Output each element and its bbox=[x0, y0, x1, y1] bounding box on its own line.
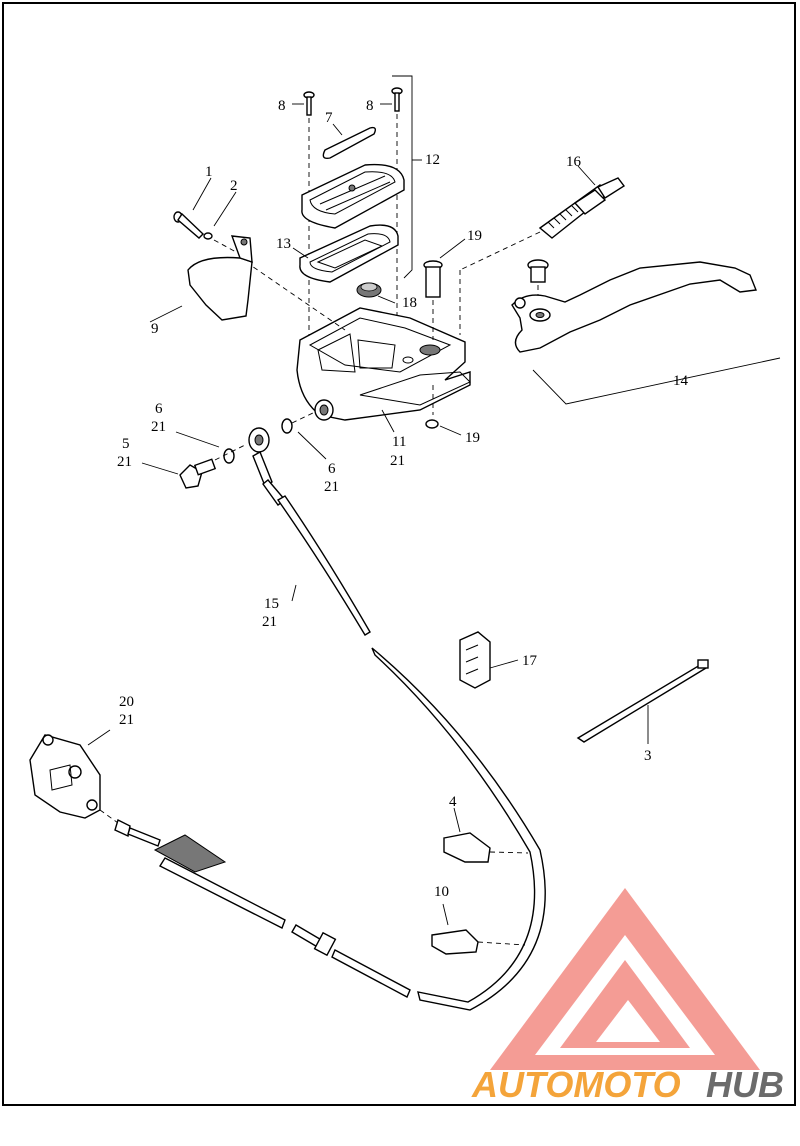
callout-10: 10 bbox=[434, 884, 449, 900]
callout-14: 14 bbox=[673, 373, 689, 389]
lever-bushing bbox=[527, 259, 549, 283]
diaphragm-13 bbox=[299, 224, 399, 283]
hydraulic-hose-15 bbox=[252, 450, 546, 1011]
callout-5: 5 bbox=[122, 436, 130, 452]
callout-6-left: 6 bbox=[155, 401, 163, 417]
diagram-frame bbox=[2, 2, 796, 1106]
piston-assembly-16 bbox=[538, 177, 626, 239]
callout-19-top: 19 bbox=[467, 228, 482, 244]
banjo-bolt-5 bbox=[179, 458, 217, 489]
reservoir-cover bbox=[301, 163, 405, 229]
watermark-brand-part1: AUTOMOTO bbox=[471, 1064, 681, 1105]
retaining-clip-19 bbox=[425, 419, 439, 429]
master-cylinder-body bbox=[296, 307, 471, 421]
callout-6-right-21: 21 bbox=[324, 479, 339, 495]
callout-4: 4 bbox=[449, 794, 457, 810]
callout-2: 2 bbox=[230, 178, 238, 194]
screw-8-right bbox=[391, 87, 403, 112]
clutch-lever-14 bbox=[511, 261, 757, 353]
sight-glass-18 bbox=[356, 282, 382, 298]
callout-6-right: 6 bbox=[328, 461, 336, 477]
clip-4 bbox=[443, 832, 491, 863]
callout-16: 16 bbox=[566, 154, 582, 170]
callout-15-21: 21 bbox=[262, 614, 277, 630]
callout-8-right: 8 bbox=[366, 98, 374, 114]
screw-8-left bbox=[303, 91, 315, 116]
callout-11-21: 21 bbox=[390, 453, 405, 469]
callout-18: 18 bbox=[402, 295, 417, 311]
callout-5-21: 21 bbox=[117, 454, 132, 470]
callout-15: 15 bbox=[264, 596, 279, 612]
clip-10 bbox=[431, 929, 479, 955]
clutch-cable bbox=[114, 819, 411, 998]
callout-3: 3 bbox=[644, 748, 652, 764]
callout-6-left-21: 21 bbox=[151, 419, 166, 435]
callout-20-21: 21 bbox=[119, 712, 134, 728]
watermark-logo: AUTOMOTO HUB bbox=[471, 888, 784, 1105]
gasket-7 bbox=[322, 126, 377, 160]
callout-11: 11 bbox=[392, 434, 406, 450]
slave-cylinder-20 bbox=[29, 734, 101, 819]
hose-clamp-17 bbox=[459, 631, 491, 689]
screw-1 bbox=[173, 211, 205, 239]
washer-2 bbox=[203, 232, 213, 240]
callout-9: 9 bbox=[151, 321, 159, 337]
callout-8-left: 8 bbox=[278, 98, 286, 114]
callout-20: 20 bbox=[119, 694, 134, 710]
callout-13: 13 bbox=[276, 236, 291, 252]
watermark-brand-part2: HUB bbox=[706, 1064, 784, 1105]
washer-6-right bbox=[281, 418, 293, 434]
lever-guard-9 bbox=[187, 235, 253, 321]
callout-1: 1 bbox=[205, 164, 213, 180]
callout-17: 17 bbox=[522, 653, 538, 669]
callout-7: 7 bbox=[325, 110, 333, 126]
pivot-pin-19 bbox=[423, 260, 443, 298]
callout-19-bottom: 19 bbox=[465, 430, 480, 446]
cable-tie-3 bbox=[576, 659, 709, 743]
callout-12: 12 bbox=[425, 152, 440, 168]
